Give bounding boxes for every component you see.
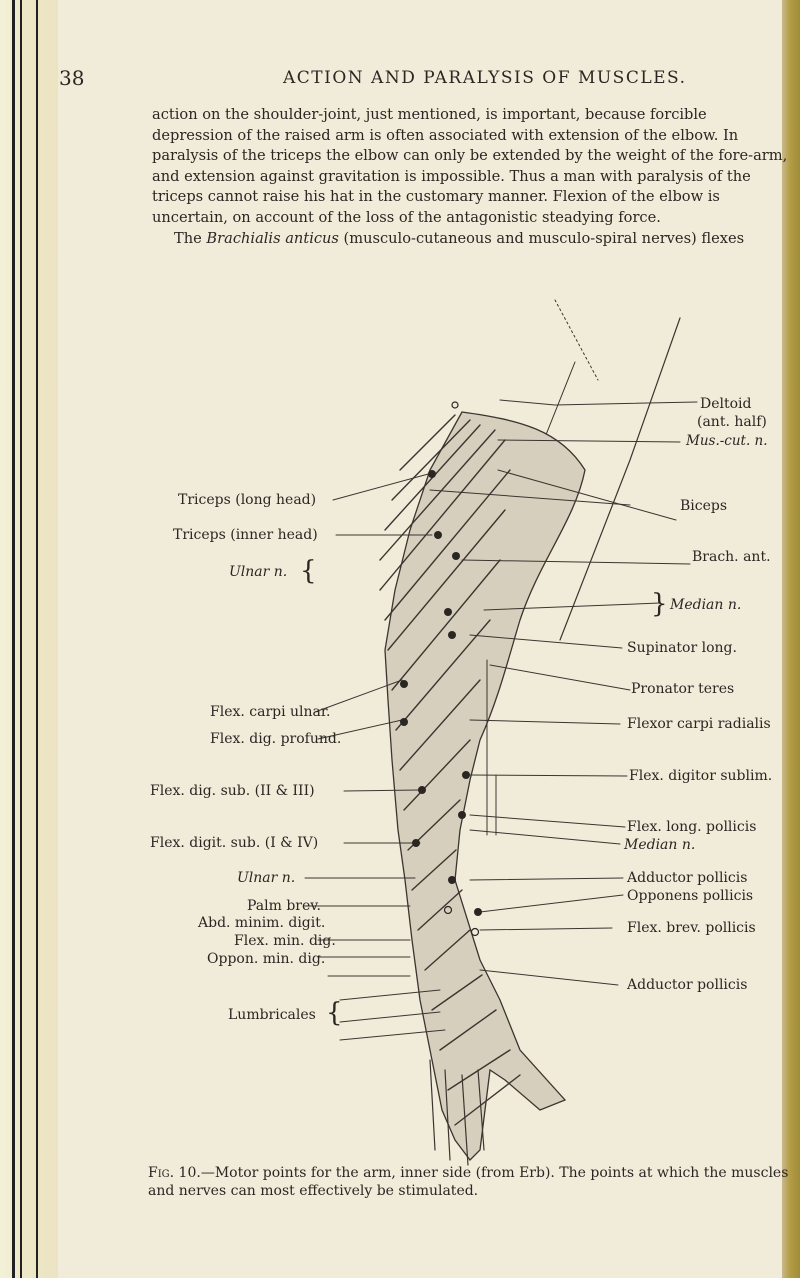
label-lumbricales: Lumbricales <box>228 1007 316 1023</box>
label-pronator: Pronator teres <box>631 681 735 697</box>
label-opponens-pollicis: Opponens pollicis <box>627 888 754 904</box>
label-flex-brev-pollicis: Flex. brev. pollicis <box>627 920 756 936</box>
median-brace: } <box>651 589 668 619</box>
ulnar-brace: { <box>300 556 317 586</box>
edge-rule <box>20 0 22 1278</box>
label-flex-digitor-sublim: Flex. digitor sublim. <box>629 768 773 784</box>
paragraph-2-lead: The <box>174 229 207 247</box>
label-flex-min-dig: Flex. min. dig. <box>234 933 336 949</box>
paragraph-1: action on the shoulder-joint, just menti… <box>152 106 788 226</box>
label-flex-dig-sub-2-3: Flex. dig. sub. (II & III) <box>150 783 315 799</box>
label-brach-ant: Brach. ant. <box>692 549 771 565</box>
label-flex-dig-profund: Flex. dig. profund. <box>210 731 342 747</box>
arm-silhouette <box>384 411 586 1161</box>
lumbricales-brace: { <box>326 998 343 1028</box>
label-deltoid: Deltoid <box>700 396 752 412</box>
label-flexor-carpi-radialis: Flexor carpi radialis <box>627 716 771 732</box>
label-ulnar-upper: Ulnar n. <box>229 564 288 580</box>
body-text: action on the shoulder-joint, just menti… <box>152 105 792 249</box>
label-adductor-pollicis: Adductor pollicis <box>627 870 748 886</box>
label-median-lower: Median n. <box>624 837 696 853</box>
label-palm-brev: Palm brev. <box>247 898 321 914</box>
label-triceps-long: Triceps (long head) <box>178 492 317 508</box>
edge-rule <box>12 0 15 1278</box>
upper-arm-outline <box>554 299 599 381</box>
upper-arm-outer-line <box>559 317 681 641</box>
running-head: ACTION AND PARALYSIS OF MUSCLES. <box>283 68 687 88</box>
page-number: 38 <box>59 66 85 90</box>
label-flex-digit-sub-1-4: Flex. digit. sub. (I & IV) <box>150 835 319 851</box>
caption-text: —Motor points for the arm, inner side (f… <box>148 1165 789 1199</box>
label-flex-carpi-ulnar: Flex. carpi ulnar. <box>210 704 331 720</box>
label-oppon-min: Oppon. min. dig. <box>207 951 326 967</box>
label-abd-minim: Abd. minim. digit. <box>198 915 326 931</box>
label-ulnar-lower: Ulnar n. <box>237 870 296 886</box>
label-supinator: Supinator long. <box>627 640 737 656</box>
label-mus-cut: Mus.-cut. n. <box>686 433 768 449</box>
edge-rule <box>36 0 38 1278</box>
label-triceps-inner: Triceps (inner head) <box>173 527 318 543</box>
figure-caption: Fig. 10.—Motor points for the arm, inner… <box>148 1164 798 1200</box>
label-deltoid-ant-half: (ant. half) <box>697 414 767 430</box>
left-page-edge <box>0 0 58 1278</box>
label-median-upper: Median n. <box>670 597 742 613</box>
label-flex-long-pollicis: Flex. long. pollicis <box>627 819 757 835</box>
right-page-edge <box>782 0 800 1278</box>
paragraph-2-rest: (musculo-cutaneous and musculo-spiral ne… <box>338 229 745 247</box>
label-adductor-pollicis-2: Adductor pollicis <box>627 977 748 993</box>
label-biceps: Biceps <box>680 498 728 514</box>
caption-label: Fig. 10. <box>148 1165 201 1181</box>
paragraph-2-italic: Brachialis anticus <box>206 229 339 247</box>
